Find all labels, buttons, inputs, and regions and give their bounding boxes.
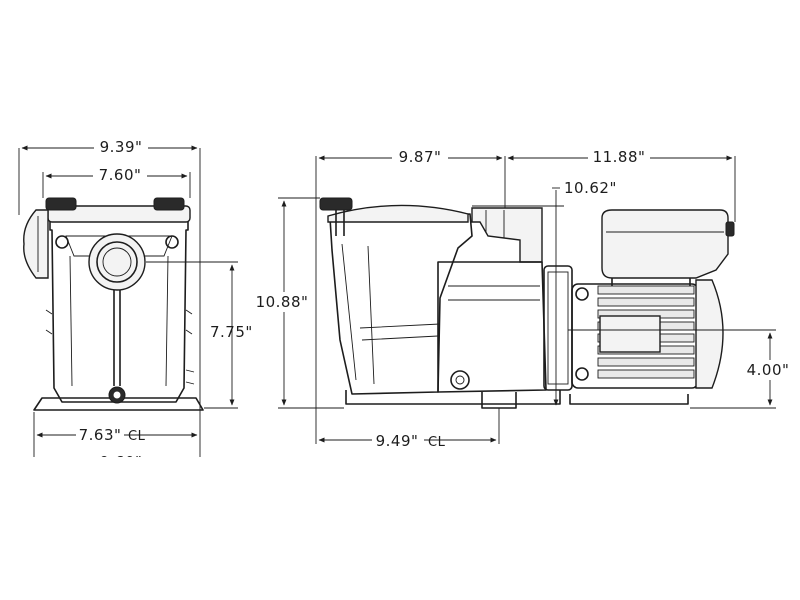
- front-centerline-symbol: CL: [128, 429, 146, 444]
- side-motor-endcap: [695, 279, 724, 389]
- side-controller-button: [725, 221, 735, 237]
- dim-side-shaft-height: 4.00": [747, 361, 790, 379]
- front-lid-knob-right: [153, 197, 185, 211]
- side-motor-nameplate: [599, 315, 661, 353]
- dimension-labels: 9.39" 7.60" 7.75" 7.63" CL 9.60" 9.87" 1…: [0, 136, 800, 600]
- dim-side-left-length: 9.87": [399, 148, 442, 166]
- front-bolt-right: [165, 235, 179, 249]
- front-bolt-left: [55, 235, 69, 249]
- front-centerline-text: CL: [128, 429, 146, 444]
- dim-front-overall-width: 9.39": [100, 138, 143, 156]
- side-base-rail: [345, 390, 561, 405]
- side-drain-plug: [450, 370, 470, 390]
- front-lid-knob-left: [45, 197, 77, 211]
- front-side-port: [23, 209, 49, 279]
- dim-side-height-total: 10.88": [256, 293, 309, 311]
- dim-front-base-width: 7.63": [79, 426, 122, 444]
- side-base-foot: [481, 392, 517, 409]
- side-strainer-housing: [329, 213, 473, 395]
- dim-side-right-length: 11.88": [593, 148, 646, 166]
- side-controller-box: [601, 209, 729, 279]
- dim-side-base-length: 9.49": [376, 432, 419, 450]
- dim-side-height-port: 10.62": [564, 179, 617, 197]
- side-centerline-text: CL: [428, 435, 446, 450]
- front-base-plate: [33, 397, 204, 411]
- dim-front-height: 7.75": [210, 323, 253, 341]
- side-lid-knob: [319, 197, 353, 211]
- side-discharge-port: [471, 207, 543, 263]
- side-lid: [327, 204, 469, 223]
- front-view: [23, 197, 204, 411]
- dim-front-top-width: 7.60": [99, 166, 142, 184]
- side-view: [319, 197, 735, 409]
- front-pump-body: [49, 217, 189, 403]
